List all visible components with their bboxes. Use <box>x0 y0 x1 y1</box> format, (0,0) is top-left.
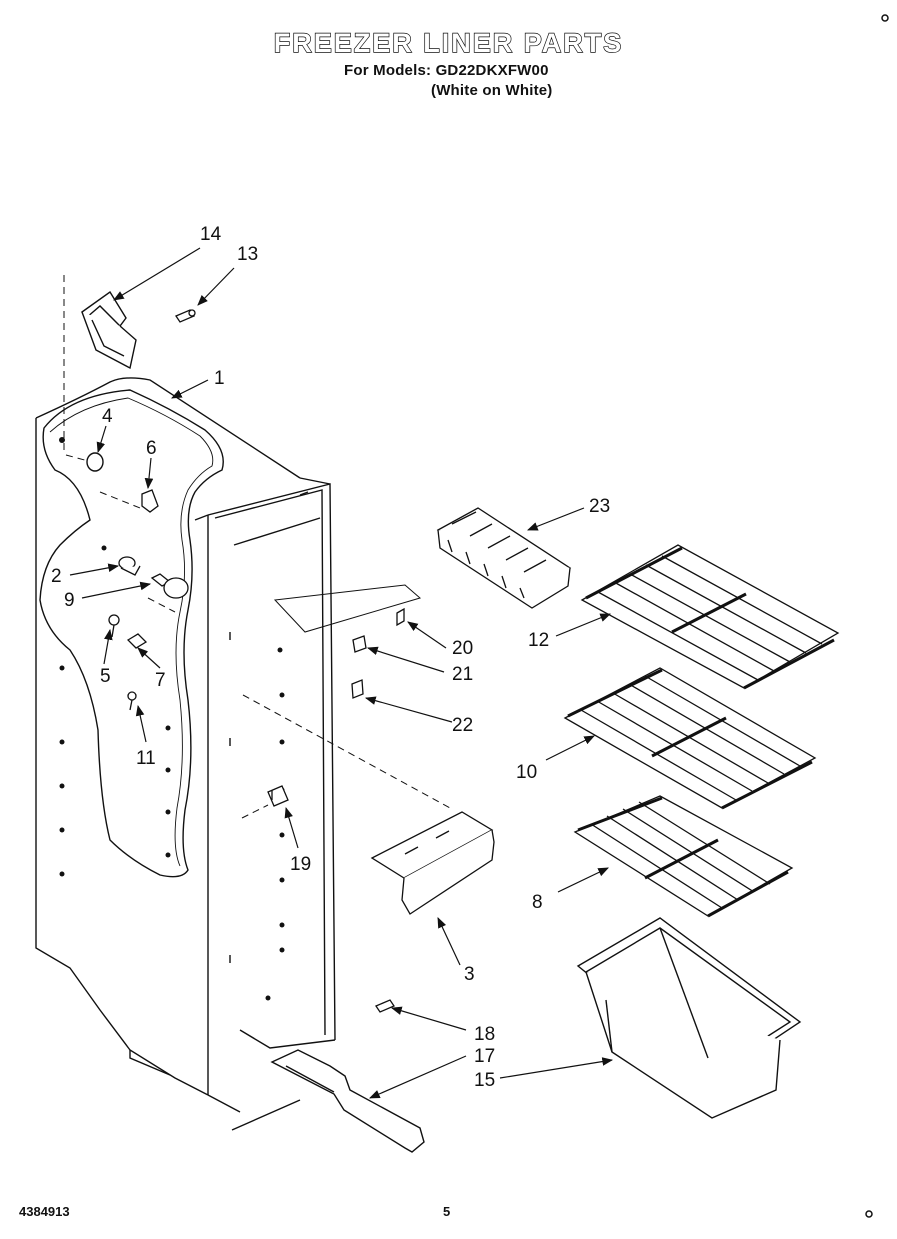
callout-4: 4 <box>102 406 113 427</box>
callout-14: 13 <box>237 244 258 265</box>
callout-3: 3 <box>464 964 475 985</box>
callout-13: 11 <box>136 748 156 769</box>
part-7-fastener <box>126 633 148 649</box>
callout-7: 7 <box>155 670 166 691</box>
part-13-screw <box>127 691 137 711</box>
callout-9: 9 <box>64 590 75 611</box>
part-11-bin <box>576 917 802 1119</box>
part-6-clip <box>141 489 159 513</box>
callout-1: 1 <box>214 368 225 389</box>
color-line: (White on White) <box>431 82 553 99</box>
freezer-liner <box>35 377 336 1131</box>
part-10-shelf <box>563 667 817 810</box>
part-9-bulb <box>150 573 189 599</box>
callout-5: 5 <box>100 666 111 687</box>
callout-10: 10 <box>516 762 537 783</box>
callout-17: 17 <box>474 1046 495 1067</box>
part-18-screw <box>375 999 395 1013</box>
part-20-clip <box>396 607 405 627</box>
part-19-switch <box>267 785 289 807</box>
part-5-screw <box>108 614 120 638</box>
page-title: FREEZER LINER PARTS <box>273 27 624 58</box>
callout-22: 22 <box>452 715 473 736</box>
callout-12: 12 <box>528 630 549 651</box>
part-12-shelf <box>580 544 840 690</box>
part-17-rail <box>270 1049 425 1153</box>
part-4-plug <box>86 452 104 472</box>
part-8-shelf <box>573 795 794 918</box>
callout-23: 23 <box>589 496 610 517</box>
part-2-socket <box>118 556 141 576</box>
part-21-clip <box>352 635 367 653</box>
callout-6: 6 <box>146 438 157 459</box>
part-22-clip <box>351 679 364 699</box>
callout-20: 20 <box>452 638 473 659</box>
part-3-bracket <box>370 811 495 915</box>
callout-21: 21 <box>452 664 473 685</box>
callout-19: 19 <box>290 854 311 875</box>
part-23-ice-tray <box>436 507 572 609</box>
part-number: 4384913 <box>19 1204 70 1219</box>
models-line: For Models: GD22DKXFW00 <box>344 62 549 79</box>
callout-15: 14 <box>200 224 222 245</box>
part-14-screw <box>175 309 196 323</box>
callout-8: 8 <box>532 892 543 913</box>
page-number: 5 <box>443 1204 451 1219</box>
callout-11: 15 <box>474 1070 495 1091</box>
callout-2: 2 <box>51 566 62 587</box>
callout-18: 18 <box>474 1024 495 1045</box>
part-15-bracket <box>81 290 137 370</box>
